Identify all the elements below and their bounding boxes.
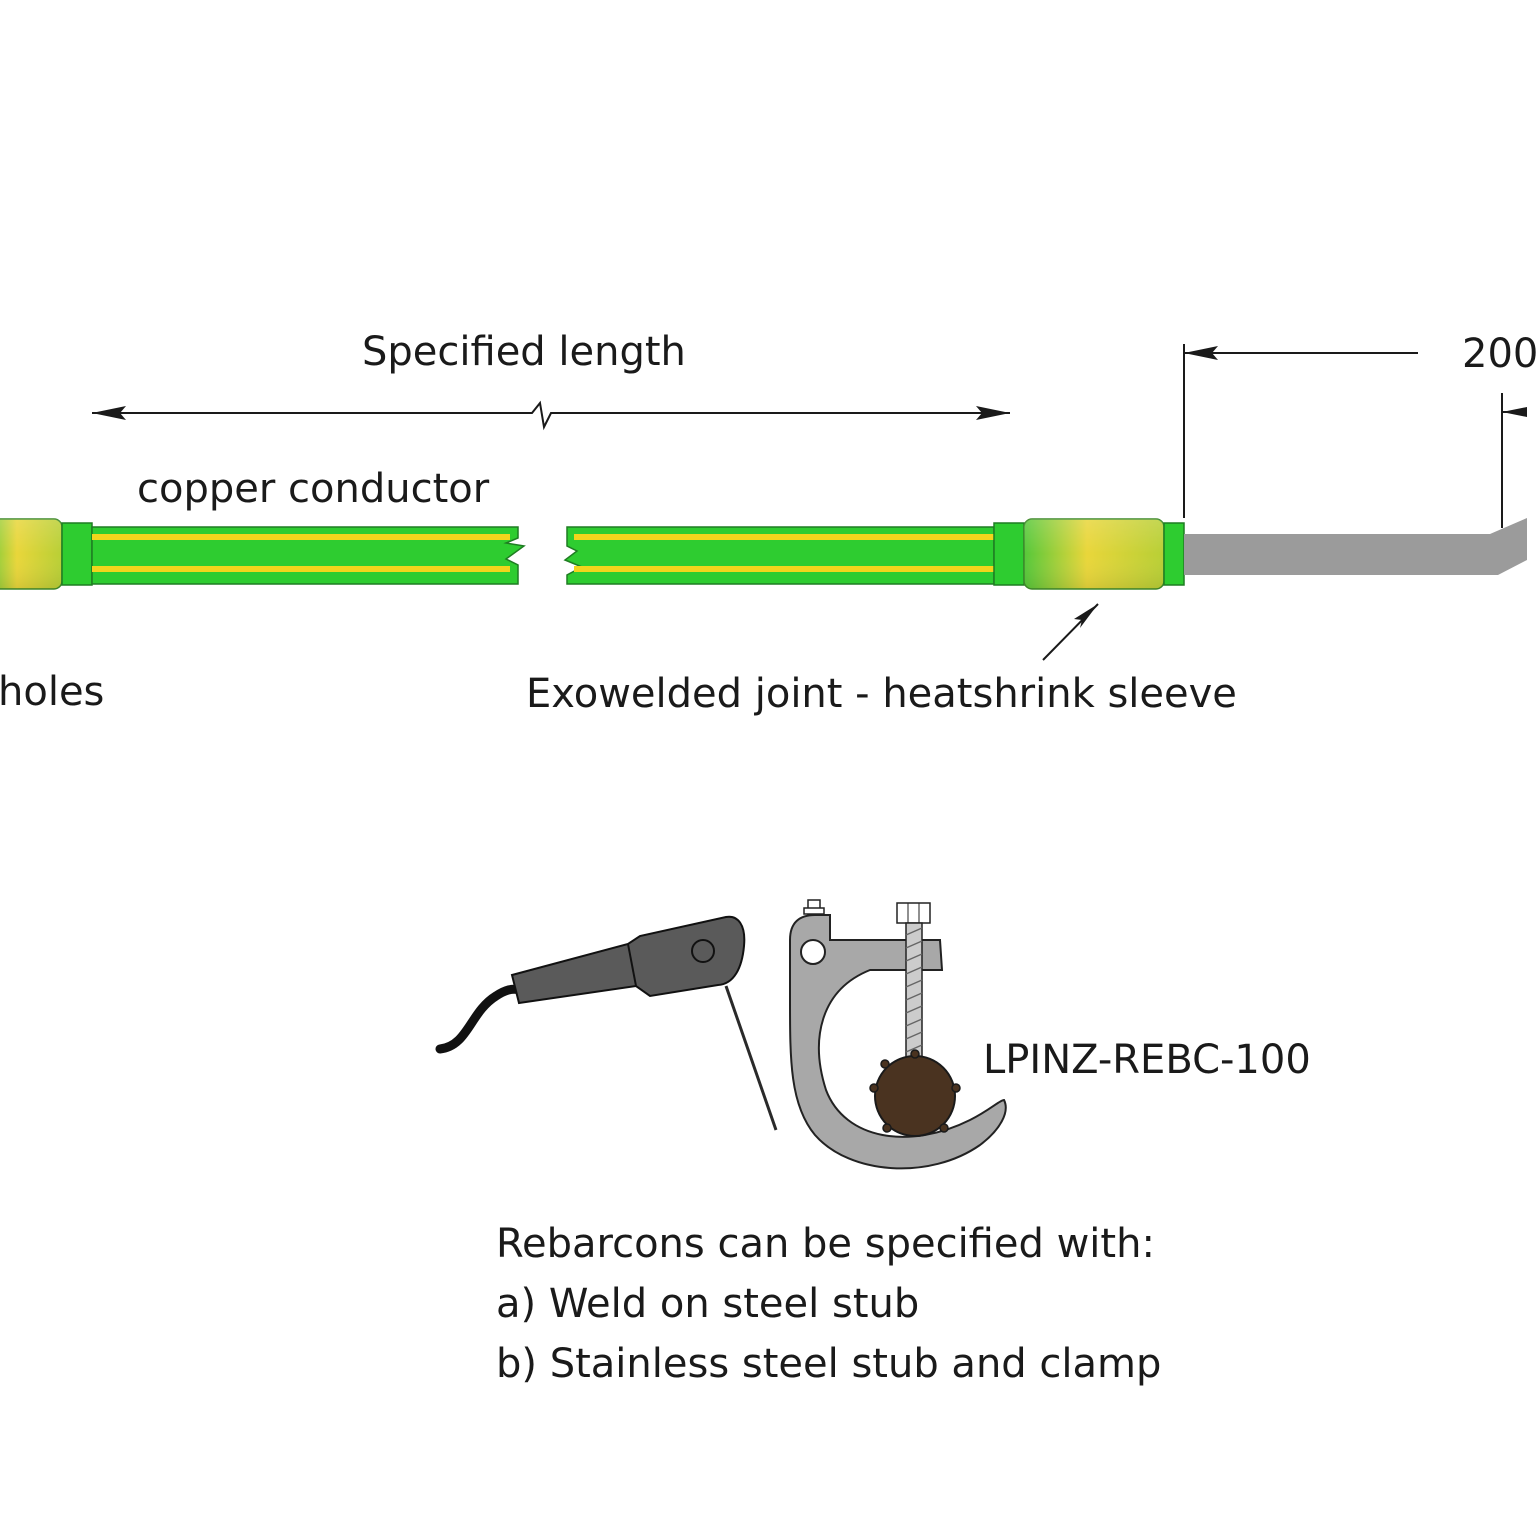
note-option-a: a) Weld on steel stub: [496, 1281, 920, 1327]
arrow-up-right-icon: [1074, 604, 1098, 628]
copper-conductor-right: [563, 526, 995, 585]
note-option-b: b) Stainless steel stub and clamp: [496, 1341, 1162, 1387]
left-heatshrink-sleeve: [0, 518, 93, 590]
exowelded-joint-sleeve: [993, 518, 1185, 590]
holes-label: holes: [0, 669, 105, 715]
arrow-left-icon: [92, 406, 126, 420]
rebar-section: [869, 1049, 961, 1137]
steel-stub: [1184, 518, 1527, 575]
specified-length-label: Specified length: [362, 329, 686, 375]
arrow-left-icon: [1184, 346, 1218, 360]
copper-conductor-left: [91, 526, 526, 585]
specified-length-dimension: [92, 400, 1010, 431]
exowelded-joint-label: Exowelded joint - heatshrink sleeve: [526, 671, 1237, 717]
copper-conductor-label: copper conductor: [137, 466, 490, 512]
part-number-label: LPINZ-REBC-100: [983, 1037, 1311, 1083]
dimension-200-label: 200: [1462, 331, 1538, 377]
dimension-200-marker: [1183, 344, 1527, 528]
specification-note: Rebarcons can be specified with: a) Weld…: [496, 1214, 1161, 1394]
arrow-right-icon: [976, 406, 1010, 420]
rebar-clamp: [789, 899, 1007, 1170]
joint-pointer-arrow: [1042, 603, 1099, 661]
welding-lug: [435, 915, 778, 1131]
arrow-left-icon: [1502, 407, 1527, 417]
note-heading: Rebarcons can be specified with:: [496, 1221, 1155, 1267]
